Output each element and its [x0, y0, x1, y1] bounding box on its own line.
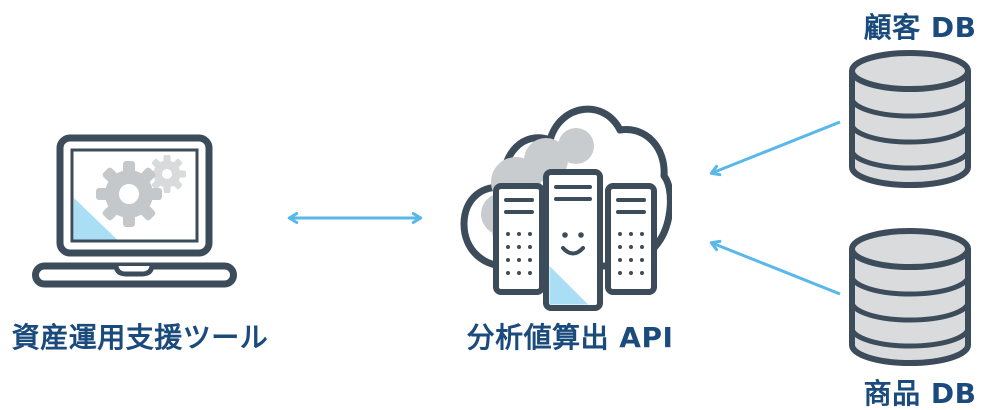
product-db-arrow: [700, 230, 848, 304]
bidirectional-arrow: [278, 204, 432, 232]
product-database-icon: [845, 226, 975, 366]
server-accent-triangle: [549, 266, 588, 305]
customer-database-icon: [845, 48, 975, 188]
gear-icon: [96, 161, 162, 227]
api-label: 分析値算出 API: [466, 321, 674, 354]
client-tool-label: 資産運用支援ツール: [11, 321, 269, 354]
customer-db-arrow: [700, 112, 848, 186]
server-right-icon: [605, 183, 657, 295]
product-db-label: 商品 DB: [863, 377, 977, 410]
cloud-server-icon: [458, 84, 672, 312]
laptop-icon: [32, 134, 237, 292]
server-middle-icon: [543, 169, 603, 311]
screen-accent-triangle: [74, 198, 117, 240]
server-left-icon: [493, 183, 545, 295]
customer-db-label: 顧客 DB: [863, 11, 977, 44]
